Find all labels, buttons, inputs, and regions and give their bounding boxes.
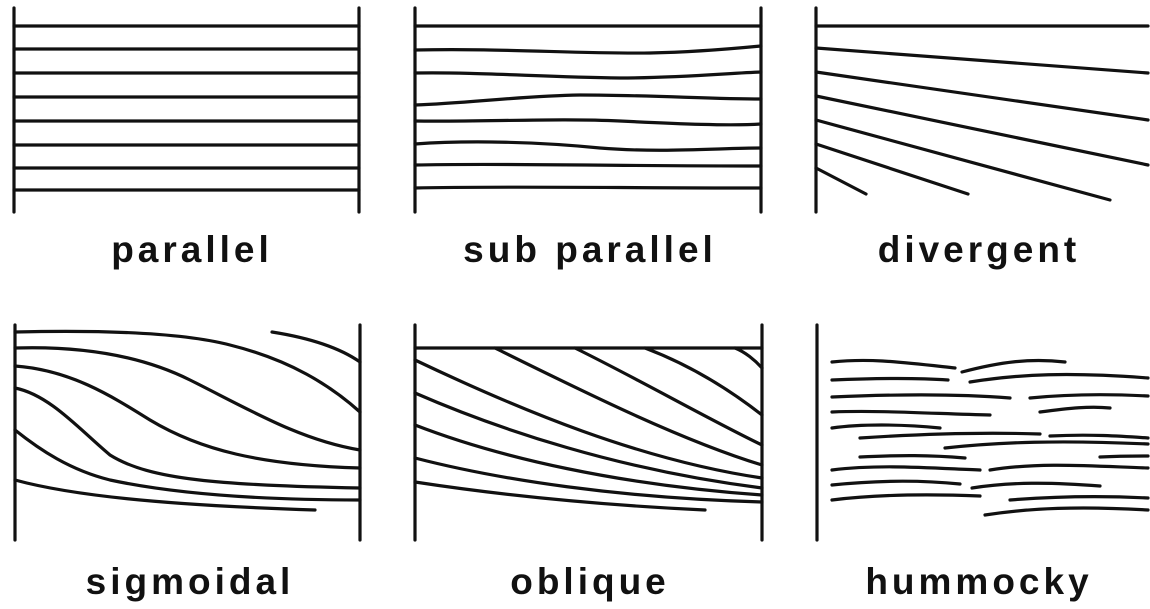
label-divergent: divergent	[877, 229, 1081, 270]
label-parallel: parallel	[111, 229, 273, 270]
reflector	[814, 94, 1150, 167]
label-sub-parallel: sub parallel	[463, 229, 717, 270]
reflector	[413, 480, 707, 512]
reflector	[413, 423, 764, 497]
reflector-segment	[1028, 393, 1150, 400]
reflector-segment	[1098, 454, 1150, 459]
reflector	[413, 70, 763, 80]
reflector-segment	[830, 393, 1012, 400]
reflector-segment	[968, 372, 1150, 384]
reflector	[493, 346, 764, 467]
reflector-segment	[830, 423, 942, 430]
reflector	[413, 118, 763, 127]
label-hummocky: hummocky	[865, 561, 1093, 602]
reflector	[270, 330, 362, 364]
reflector	[413, 140, 763, 152]
reflector	[413, 185, 763, 190]
reflector	[814, 70, 1150, 122]
reflector	[413, 456, 764, 504]
reflector	[413, 162, 763, 168]
reflector	[13, 386, 362, 490]
reflector	[413, 44, 763, 55]
reflector-segment	[1038, 405, 1112, 414]
reflector-segment	[943, 440, 1150, 450]
reflector	[13, 346, 362, 452]
reflector	[413, 391, 764, 490]
reflector-segment	[830, 358, 957, 370]
reflector	[643, 346, 764, 417]
reflector-segment	[1008, 495, 1150, 502]
reflector-segment	[858, 431, 1042, 440]
reflector	[413, 93, 763, 107]
reflector	[733, 346, 764, 370]
reflector	[814, 46, 1150, 75]
reflector-segment	[1048, 433, 1150, 440]
reflector-segment	[830, 493, 982, 502]
reflector-segment	[830, 479, 962, 487]
reflector-segment	[830, 409, 992, 417]
reflector	[13, 329, 362, 414]
reflector-segment	[983, 506, 1150, 517]
reflector-segment	[960, 358, 1067, 374]
reflector	[573, 346, 764, 447]
reflector-segment	[858, 454, 967, 460]
reflector	[814, 142, 970, 196]
reflector	[13, 478, 317, 512]
reflector	[814, 166, 868, 196]
reflector	[13, 428, 362, 502]
reflector-segment	[970, 481, 1102, 490]
reflector	[814, 118, 1112, 202]
reflector	[413, 358, 764, 480]
label-oblique: oblique	[510, 561, 670, 602]
reflector-segment	[830, 465, 982, 472]
reflector-segment	[988, 463, 1150, 472]
label-sigmoidal: sigmoidal	[85, 561, 295, 602]
reflector	[13, 364, 362, 470]
reflector-segment	[830, 376, 950, 382]
